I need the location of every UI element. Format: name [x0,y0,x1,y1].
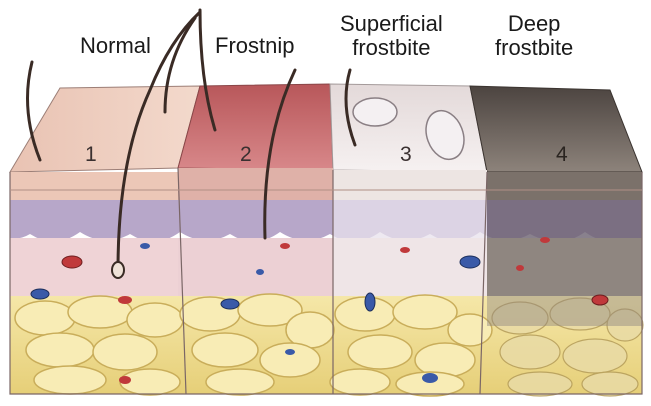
label-deep-line2: frostbite [495,36,573,60]
section-number-1: 1 [85,143,97,167]
label-superficial-line1: Superficial [340,12,443,36]
epidermis-superficial [333,170,487,202]
label-frostnip: Frostnip [215,34,294,58]
dermis-overlay-superficial [333,200,487,240]
connective-tissue-deep [487,238,642,296]
fat-shade-deep [487,296,642,326]
section-number-3: 3 [400,143,412,167]
label-deep-frostbite: Deep frostbite [495,12,573,60]
epidermis-normal [10,172,178,202]
label-superficial-frostbite: Superficial frostbite [340,12,443,60]
epidermis-deep [487,172,642,202]
epidermis-frostnip [178,168,333,202]
label-normal: Normal [80,34,151,58]
hair-follicle [112,262,124,278]
label-deep-line1: Deep [495,12,573,36]
section-number-4: 4 [556,143,568,167]
connective-tissue-frostnip [178,238,333,296]
connective-tissue-normal [10,238,178,296]
section-number-2: 2 [240,143,252,167]
skin-surface-frostnip [178,84,333,170]
label-superficial-line2: frostbite [340,36,443,60]
